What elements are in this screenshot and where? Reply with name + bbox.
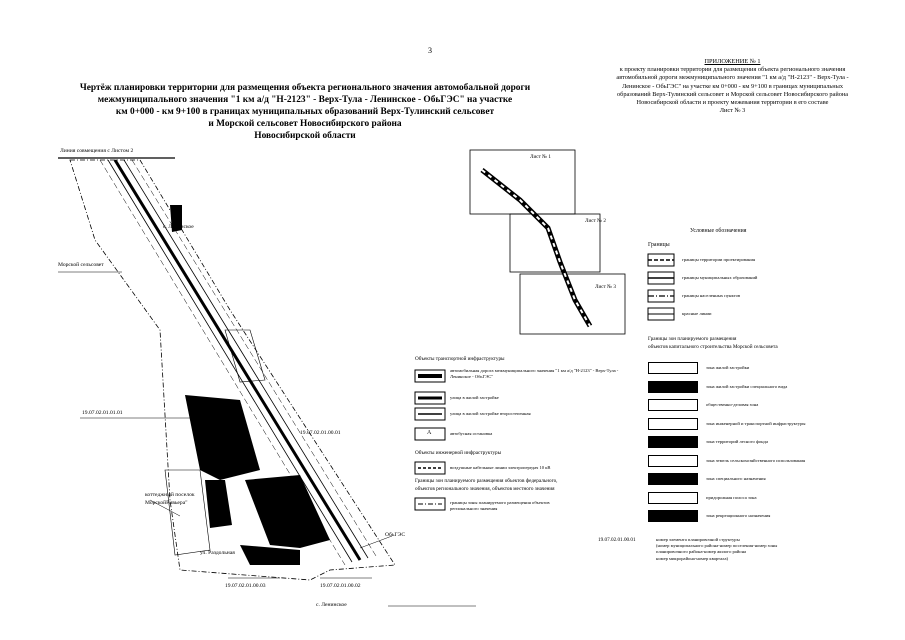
appendix-line: к проекту планировки территории для разм… bbox=[619, 66, 846, 74]
legend-engineering-sample bbox=[414, 461, 446, 475]
legend-zone-label: зона жилой застройки специального вида bbox=[706, 383, 788, 389]
road-main bbox=[113, 159, 362, 561]
recreation-zone bbox=[205, 480, 232, 528]
appendix-line: Ленинское - ОбьГЭС" на участке км 0+000 … bbox=[621, 82, 843, 90]
zone-code-label: 19.07.02.01.00.01 bbox=[300, 430, 341, 436]
project-boundary bbox=[69, 159, 396, 581]
legend-zone-label: зона специального назначения bbox=[706, 476, 766, 481]
legend-zones-heading: объектов капитального строительства Морс… bbox=[648, 344, 778, 350]
legend-transport-item: автобусная остановка bbox=[450, 431, 493, 436]
match-line-label: Линия совмещения с Листом 2 bbox=[60, 148, 134, 154]
legend-boundaries-item: границы зоны планируемого размещения объ… bbox=[450, 500, 550, 511]
legend-code-line: (номер муниципального района-номер посел… bbox=[656, 543, 778, 549]
legend-zone-swatch bbox=[648, 491, 698, 504]
title-line: км 0+000 - км 9+100 в границах муниципал… bbox=[115, 107, 495, 117]
residential-zone bbox=[164, 469, 211, 556]
legend-code-text: номер элемента планировочной структуры (… bbox=[656, 537, 777, 562]
legend-title: Условные обозначения bbox=[690, 228, 747, 234]
appendix-header: ПРИЛОЖЕНИЕ № 1 к проекту планировки терр… bbox=[575, 58, 890, 115]
legend-zone-label: зона рекреационного назначения bbox=[706, 513, 771, 518]
legend-zone-swatch bbox=[648, 510, 698, 522]
zone-code-label: 19.07.02.01.00.03 bbox=[225, 583, 266, 589]
appendix-line: Новосибирской области и проекту межевани… bbox=[636, 99, 829, 107]
appendix-line: автомобильной дороги межмуниципального з… bbox=[616, 74, 849, 82]
zone-code-label: 19.07.02.01.01.01 bbox=[82, 410, 123, 416]
legend-zone-swatch bbox=[648, 473, 698, 485]
legend-code-sample: 19.07.02.01.00.01 bbox=[598, 537, 636, 543]
settlement-label: коттеджный поселок bbox=[145, 492, 195, 498]
legend-engineering-item: воздушные кабельные линии электропередач… bbox=[450, 465, 551, 470]
village-label: с. Ленинское bbox=[163, 224, 194, 230]
key-sheet-2 bbox=[509, 213, 601, 273]
legend-zone-swatch bbox=[648, 362, 698, 374]
village-label: с. Ленинское bbox=[316, 602, 347, 608]
appendix-title: ПРИЛОЖЕНИЕ № 1 bbox=[704, 58, 761, 65]
legend-zone-swatch bbox=[648, 417, 698, 430]
zone-code-label: 19.07.02.01.00.02 bbox=[320, 583, 361, 589]
key-sheet-1-label: Лист № 1 bbox=[530, 154, 552, 160]
legend-transport-samples bbox=[414, 369, 446, 441]
key-sheet-3 bbox=[519, 273, 626, 335]
legend-engineering-heading: Объекты инженерной инфраструктуры bbox=[415, 450, 502, 456]
obges-label: ОбьГЭС bbox=[385, 532, 406, 538]
legend-boundary-sample bbox=[414, 497, 446, 511]
key-road bbox=[480, 168, 593, 328]
district-label: Морской сельсовет bbox=[58, 262, 104, 268]
legend-zone-label: общественно-деловая зона bbox=[706, 402, 759, 407]
legend-border-samples bbox=[647, 253, 675, 321]
legend-zone-swatch bbox=[648, 436, 698, 448]
title-line: межмуниципального значения "1 км а/д "Н-… bbox=[97, 95, 513, 105]
page-number: 3 bbox=[428, 46, 432, 55]
legend-zone-label: зона территорий лесного фонда bbox=[706, 439, 768, 444]
legend-border-item: границы территории проектирования bbox=[682, 257, 756, 262]
legend-boundaries-heading: Границы зон планируемого размещения объе… bbox=[415, 478, 558, 484]
bus-stop-icon: A bbox=[427, 430, 432, 436]
legend-zone-swatch bbox=[648, 399, 698, 411]
leader-line bbox=[359, 535, 393, 549]
key-sheet-3-label: Лист № 3 bbox=[595, 284, 617, 290]
forest-zone bbox=[245, 475, 330, 548]
drawing-title: Чертёж планировки территории для размеще… bbox=[70, 82, 540, 142]
street-label: ул. Раздольная bbox=[200, 550, 235, 556]
forest-zone bbox=[185, 395, 260, 480]
legend-code-line: номер микрорайона-номер квартала) bbox=[656, 555, 729, 561]
key-road-core bbox=[481, 169, 591, 327]
road-edge bbox=[107, 159, 353, 563]
legend-zone-swatch bbox=[648, 454, 698, 467]
legend-transport-heading: Объекты транспортной инфраструктуры bbox=[415, 356, 505, 362]
legend-border-item: красные линии bbox=[682, 311, 712, 316]
leader-line bbox=[149, 499, 181, 517]
legend-zone-label: зона земель сельскохозяйственного исполь… bbox=[706, 457, 806, 463]
red-line bbox=[99, 159, 346, 566]
legend-zone-label: зона инженерной и транспортной инфрастру… bbox=[706, 420, 806, 426]
special-zone bbox=[170, 205, 182, 232]
legend-code-line: планировочного района-номер жилого район… bbox=[656, 549, 747, 555]
legend-zone-label: зона жилой застройки bbox=[706, 365, 750, 370]
legend-border-item: границы муниципальных образований bbox=[682, 275, 758, 280]
legend-border-item: границы населенных пунктов bbox=[682, 293, 741, 298]
legend-zones-heading: Границы зон планируемого размещения bbox=[648, 336, 737, 342]
road-edge bbox=[123, 159, 369, 559]
title-line: Чертёж планировки территории для размеще… bbox=[79, 83, 531, 93]
legend-zone-label: придорожная полоса зона bbox=[706, 494, 757, 500]
legend-transport-item: улица в жилой застройке bbox=[450, 395, 499, 400]
appendix-line: образований Верх-Тулинский сельсовет и М… bbox=[616, 90, 849, 98]
sheet-number: Лист № 3 bbox=[719, 107, 746, 115]
legend-boundaries-heading: объектов регионального значения, объекто… bbox=[415, 486, 555, 492]
legend-transport-item: автомобильная дорога межмуниципального з… bbox=[450, 368, 619, 379]
legend-transport-item: улица в жилой застройке второстепенная bbox=[450, 411, 531, 416]
legend-code-line: номер элемента планировочной структуры bbox=[656, 537, 740, 542]
title-line: Новосибирской области bbox=[254, 131, 356, 141]
special-zone bbox=[240, 545, 300, 565]
key-sheet-2-label: Лист № 2 bbox=[585, 218, 607, 224]
legend-zone-swatch bbox=[648, 380, 698, 393]
residential-zone bbox=[224, 329, 266, 383]
settlement-label: МорскойРивьера" bbox=[145, 500, 188, 506]
title-line: и Морской сельсовет Новосибирского район… bbox=[208, 119, 402, 129]
legend-borders-heading: Границы bbox=[648, 242, 670, 248]
